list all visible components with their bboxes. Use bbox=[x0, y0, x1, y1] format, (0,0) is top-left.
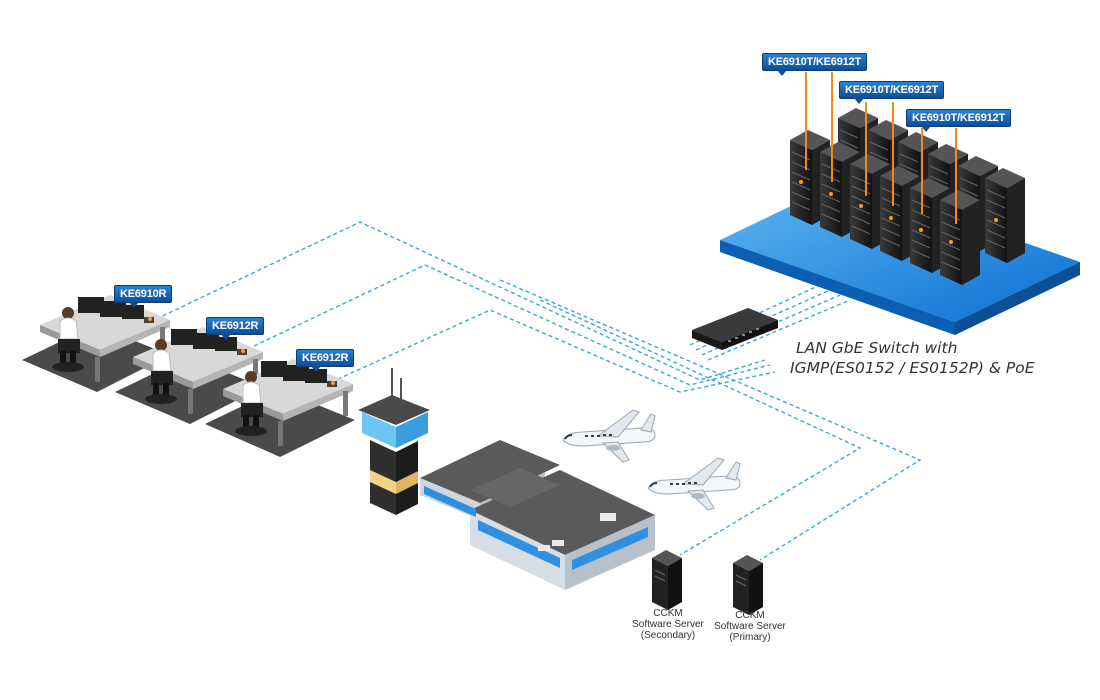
switch-label-line1: LAN GbE Switch with bbox=[796, 339, 958, 357]
cckm-servers bbox=[651, 549, 764, 616]
lan-switch bbox=[692, 308, 778, 350]
transmitter-label-1: KE6910T/KE6912T bbox=[762, 53, 867, 76]
workstation-2 bbox=[115, 326, 264, 424]
receiver-label-3: KE6912R bbox=[296, 349, 355, 372]
workstation-3 bbox=[205, 358, 355, 457]
workstation-1 bbox=[22, 294, 171, 392]
switch-label: LAN GbE Switch with IGMP(ES0152 / ES0152… bbox=[790, 338, 1035, 378]
server-label-secondary-line2: Software Server bbox=[632, 619, 704, 630]
transmitter-label-2: KE6910T/KE6912T bbox=[839, 81, 944, 104]
server-label-secondary-line3: (Secondary) bbox=[640, 630, 696, 641]
server-label-secondary: CCKM Software Server (Secondary) bbox=[628, 608, 708, 641]
server-label-primary: CCKM Software Server (Primary) bbox=[710, 610, 790, 643]
operator-workstations bbox=[22, 294, 355, 457]
terminal-building bbox=[420, 440, 655, 590]
control-tower bbox=[358, 368, 430, 515]
server-label-primary-line2: Software Server bbox=[714, 621, 786, 632]
switch-label-line2: IGMP(ES0152 / ES0152P) & PoE bbox=[790, 359, 1035, 377]
transmitter-label-3: KE6910T/KE6912T bbox=[906, 109, 1011, 132]
server-label-secondary-line1: CCKM bbox=[653, 608, 683, 619]
receiver-label-2: KE6912R bbox=[206, 317, 265, 340]
receiver-label-1: KE6910R bbox=[114, 285, 173, 308]
server-label-primary-line1: CCKM bbox=[735, 610, 765, 621]
server-label-primary-line3: (Primary) bbox=[729, 632, 771, 643]
transmitter-leader-lines bbox=[805, 72, 957, 224]
network-connections bbox=[149, 221, 922, 561]
